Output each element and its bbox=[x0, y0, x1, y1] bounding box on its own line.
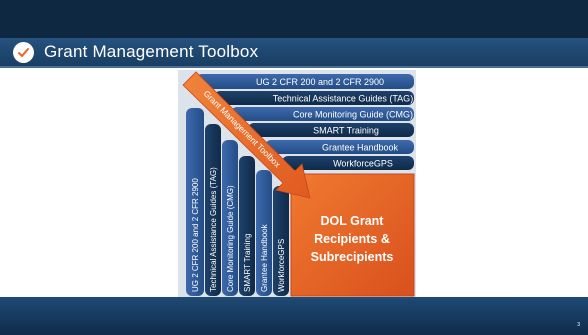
target-label: DOL Grant Recipients & Subrecipients bbox=[311, 214, 394, 264]
hlabel-smart-training: SMART Training bbox=[313, 126, 379, 136]
horizontal-labels: UG 2 CFR 200 and 2 CFR 2900 Technical As… bbox=[256, 77, 413, 169]
hbar-smart-training bbox=[248, 123, 414, 137]
hlabel-grantee-handbook: Grantee Handbook bbox=[322, 143, 399, 153]
hbar-ug-2-cfr bbox=[196, 74, 414, 89]
vlabel-workforcegps: WorkforceGPS bbox=[277, 239, 286, 292]
hbar-workforcegps bbox=[282, 156, 414, 170]
title-bar: Grant Management Toolbox bbox=[0, 38, 588, 66]
target-line-1: DOL Grant bbox=[321, 214, 385, 228]
vertical-labels: UG 2 CFR 200 and 2 CFR 2900 Technical As… bbox=[191, 167, 286, 292]
vlabel-cmg: Core Monitoring Guide (CMG) bbox=[226, 185, 235, 292]
hbar-tag bbox=[214, 91, 414, 105]
vbar-smart-training bbox=[239, 156, 255, 296]
vlabel-grantee-handbook: Grantee Handbook bbox=[260, 223, 269, 292]
hlabel-workforcegps: WorkforceGPS bbox=[333, 159, 393, 169]
vbar-workforcegps bbox=[273, 186, 289, 296]
checkmark-icon bbox=[13, 41, 34, 63]
vbar-tag bbox=[205, 124, 221, 296]
page-number: 3 bbox=[577, 322, 580, 328]
hbar-grantee-handbook bbox=[265, 140, 414, 154]
vbar-ug-2-cfr bbox=[186, 108, 204, 296]
target-line-3: Subrecipients bbox=[311, 250, 394, 264]
vertical-resource-bars bbox=[186, 108, 289, 296]
title-underline bbox=[0, 66, 588, 68]
target-box bbox=[290, 173, 415, 297]
hbar-cmg bbox=[231, 107, 414, 121]
hlabel-tag: Technical Assistance Guides (TAG) bbox=[273, 94, 413, 104]
hlabel-ug-2-cfr: UG 2 CFR 200 and 2 CFR 2900 bbox=[256, 77, 384, 87]
vlabel-tag: Technical Assistance Guides (TAG) bbox=[209, 167, 218, 292]
vlabel-smart-training: SMART Training bbox=[243, 234, 252, 292]
target-line-2: Recipients & bbox=[314, 232, 390, 246]
slide-title: Grant Management Toolbox bbox=[44, 42, 259, 61]
vlabel-ug-2-cfr: UG 2 CFR 200 and 2 CFR 2900 bbox=[191, 178, 200, 292]
footer-band bbox=[0, 297, 588, 335]
hlabel-cmg: Core Monitoring Guide (CMG) bbox=[293, 110, 413, 120]
vbar-cmg bbox=[222, 140, 238, 296]
arrow-shape bbox=[182, 71, 311, 199]
horizontal-resource-bars bbox=[196, 74, 414, 170]
vbar-grantee-handbook bbox=[256, 170, 272, 296]
